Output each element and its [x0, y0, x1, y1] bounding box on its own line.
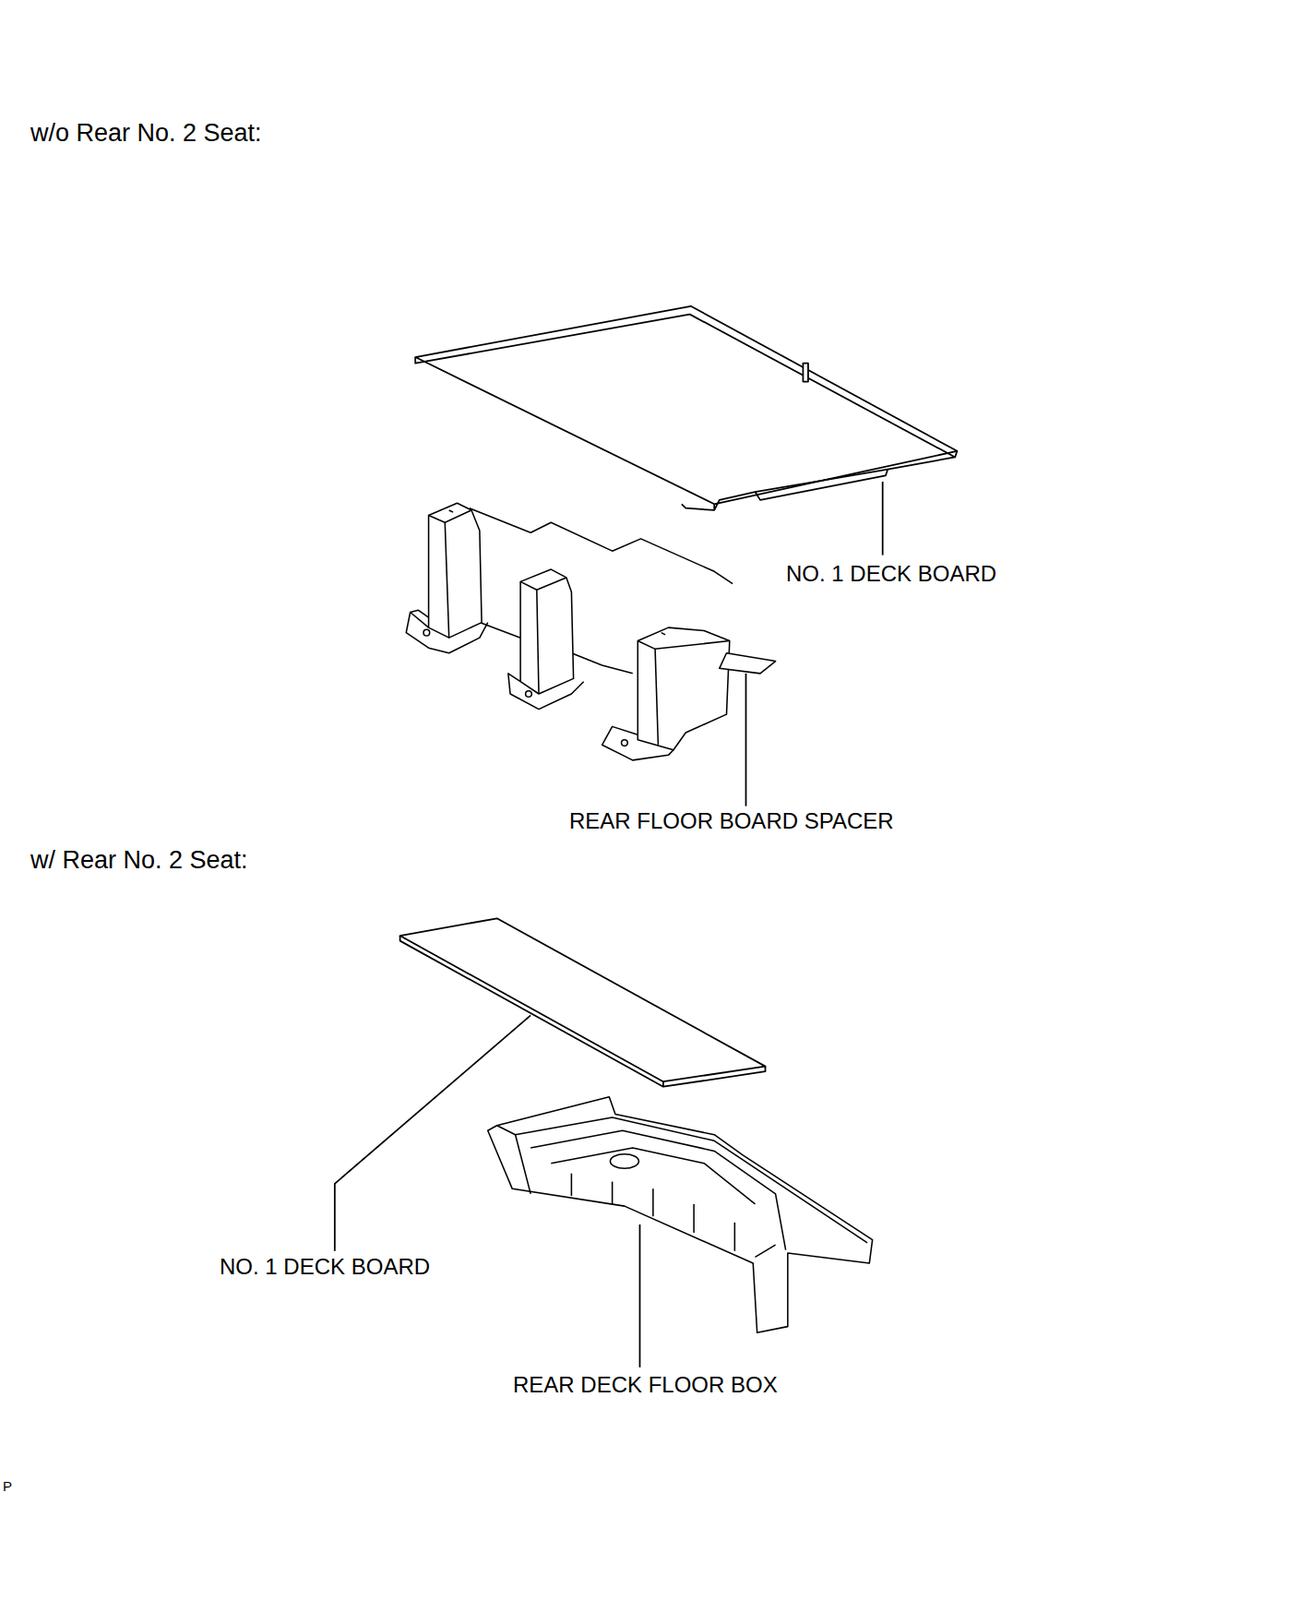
deck-board-large [415, 306, 957, 511]
part-name: REAR FLOOR BOARD SPACER [569, 810, 894, 833]
part-name: REAR DECK FLOOR BOX [512, 1373, 778, 1396]
deck-board-small [400, 917, 766, 1086]
deck-floor-box [488, 1096, 873, 1333]
page-mark: P [2, 1478, 12, 1493]
floor-board-spacer [405, 502, 775, 761]
part-name: NO. 1 DECK BOARD [786, 562, 997, 585]
part-name: NO. 1 DECK BOARD [219, 1255, 430, 1278]
section-heading: w/o Rear No. 2 Seat: [30, 120, 263, 146]
section-heading: w/ Rear No. 2 Seat: [30, 847, 249, 873]
